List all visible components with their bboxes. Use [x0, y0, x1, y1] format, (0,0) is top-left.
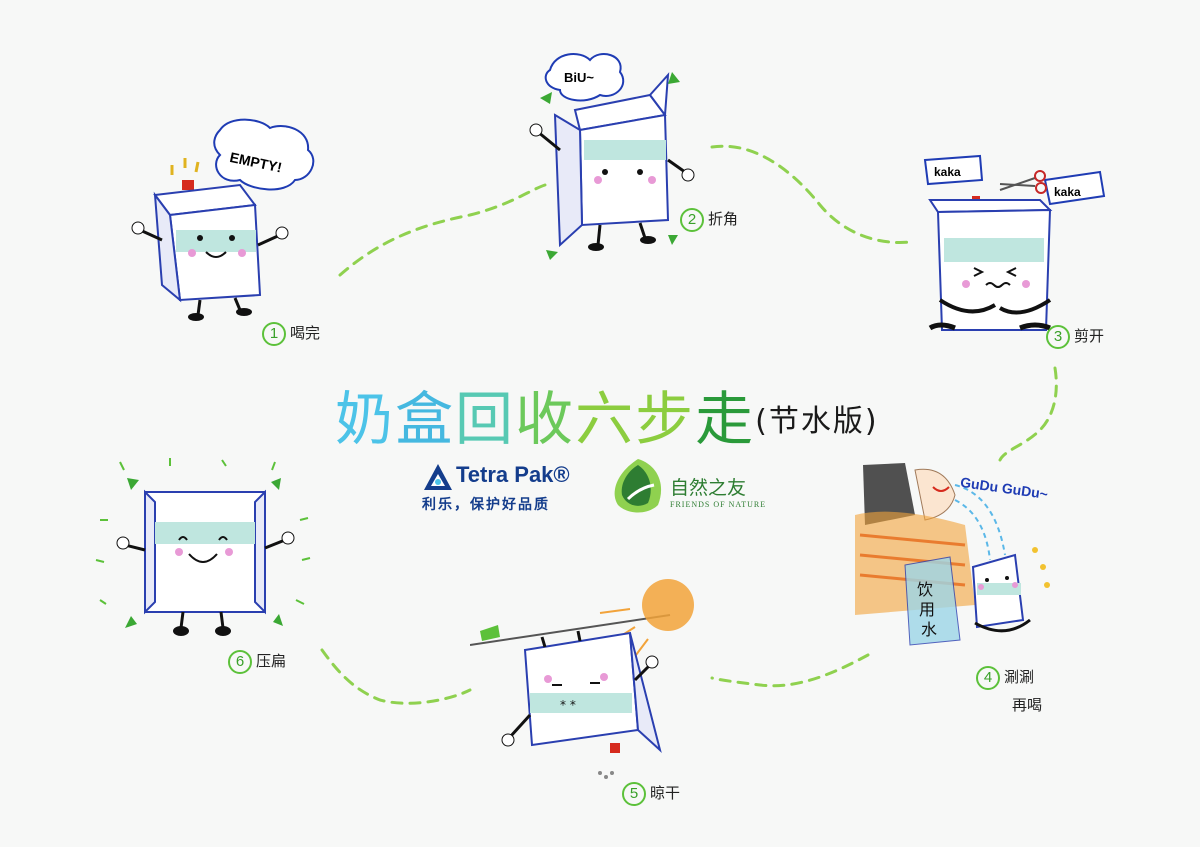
path-4-5	[710, 653, 870, 688]
bubble-biu	[544, 53, 625, 102]
step-3-carton: kaka kaka	[923, 154, 1106, 331]
main-title: 奶盒回收六步走(节水版)	[335, 372, 975, 453]
step-5-text: 晾干	[650, 784, 681, 802]
tetrapak-triangle-icon	[424, 464, 452, 490]
tag-kaka-2-text: kaka	[1054, 185, 1081, 199]
bubble-biu-text: BiU~	[564, 70, 594, 85]
step-6-text: 压扁	[256, 652, 287, 670]
step-1-carton: EMPTY!	[131, 118, 315, 321]
tetrapak-name: Tetra Pak®	[456, 462, 570, 487]
step-4-text-2: 再喝	[1012, 696, 1043, 714]
tag-kaka-1	[923, 154, 984, 186]
step-3-text: 剪开	[1074, 327, 1105, 345]
carton-band	[584, 140, 666, 160]
friends-of-nature-logo: 自然之友 FRIENDS OF NATURE	[608, 455, 768, 521]
arrow-icon	[273, 614, 283, 626]
step-1-number: 1	[262, 322, 286, 346]
arrow-icon	[127, 478, 139, 490]
title-char-5: 六	[575, 385, 636, 453]
water-cup	[904, 556, 961, 646]
tetrapak-logo: Tetra Pak® 利乐，保护好品质	[420, 460, 600, 520]
path-2-3	[710, 144, 912, 244]
carton-band	[530, 693, 632, 713]
path-5-6	[320, 648, 472, 705]
path-3-4	[998, 366, 1058, 462]
carton-band	[977, 583, 1021, 595]
arrow-icon	[668, 235, 678, 245]
carton-band	[944, 238, 1044, 262]
leaf-bird-icon	[614, 459, 662, 513]
title-char-7: 走	[695, 385, 756, 453]
title-char-1: 奶	[335, 385, 396, 453]
path-1-2	[338, 183, 547, 277]
person-hair	[863, 463, 915, 525]
svg-text:* *: * *	[560, 698, 576, 712]
scissors-icon	[999, 170, 1047, 194]
arrow-icon	[668, 72, 680, 84]
fon-english: FRIENDS OF NATURE	[670, 500, 767, 509]
step-6-number: 6	[228, 650, 252, 674]
cap-icon	[182, 180, 194, 190]
step-5-number: 5	[622, 782, 646, 806]
step-6-carton	[116, 478, 295, 636]
arrow-icon	[271, 478, 281, 490]
carton-band	[176, 230, 256, 252]
step-2-text: 折角	[708, 210, 739, 228]
arrow-icon	[125, 616, 137, 628]
cup-label-1: 饮	[917, 580, 933, 599]
cup-label-3: 水	[921, 620, 937, 639]
step-2-carton: BiU~	[529, 53, 695, 260]
step-3-number: 3	[1046, 325, 1070, 349]
fon-name: 自然之友	[670, 477, 747, 499]
cap-icon	[610, 743, 620, 753]
tetrapak-slogan: 利乐，保护好品质	[422, 497, 550, 513]
title-char-3: 回	[455, 385, 516, 453]
step-5-carton: * *	[470, 579, 694, 779]
step-4-text: 涮涮	[1004, 668, 1035, 686]
title-char-6: 步	[635, 385, 696, 453]
cup-label-2: 用	[919, 600, 935, 619]
bubble-empty	[213, 118, 315, 191]
step-2-number: 2	[680, 208, 704, 232]
tag-kaka-1-text: kaka	[934, 165, 961, 179]
title-char-4: 收	[515, 385, 576, 453]
title-char-2: 盒	[395, 385, 456, 453]
arrow-icon	[546, 250, 558, 260]
step-1-text: 喝完	[290, 324, 321, 342]
title-subtitle: (节水版)	[755, 404, 879, 439]
step-4-scene: 饮 用 水	[855, 463, 1050, 646]
arrow-icon	[540, 92, 552, 104]
clothesline-icon	[470, 614, 671, 646]
step-4-number: 4	[976, 666, 1000, 690]
tag-kaka-2	[1043, 170, 1106, 206]
